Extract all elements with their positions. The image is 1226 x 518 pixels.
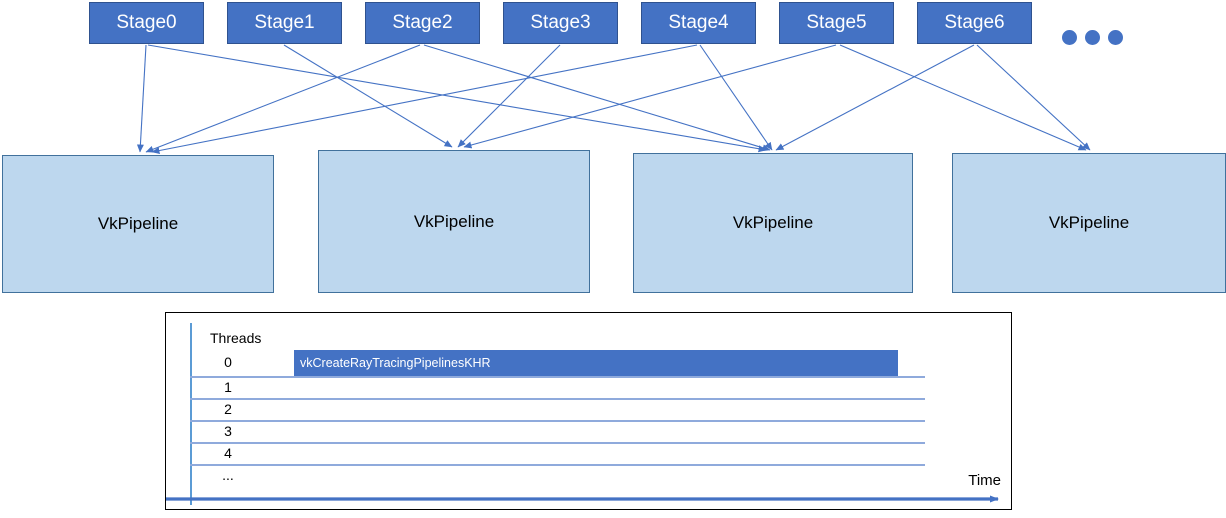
- stage-box-6[interactable]: Stage6: [917, 2, 1032, 44]
- stage-box-0[interactable]: Stage0: [89, 2, 204, 44]
- timeline-row-separator-4: [190, 464, 925, 466]
- timeline-row-label-4: 4: [224, 445, 232, 461]
- timeline-threads-header: Threads: [210, 330, 262, 346]
- stage-box-3[interactable]: Stage3: [503, 2, 618, 44]
- connector-stage6-pipeline3: [775, 44, 975, 151]
- stage-label: Stage1: [254, 12, 315, 33]
- timeline-vertical-axis: [190, 323, 192, 505]
- stage-label: Stage0: [116, 12, 177, 33]
- timeline-time-label: Time: [968, 472, 1001, 489]
- timeline-row-separator-2: [190, 420, 925, 422]
- connector-stage2-pipeline3: [423, 44, 771, 152]
- timeline-bar-label: vkCreateRayTracingPipelinesKHR: [300, 356, 491, 370]
- timeline-bar-vkcreateraytracingpipelineskhr[interactable]: vkCreateRayTracingPipelinesKHR: [294, 350, 898, 376]
- connector-stage5-pipeline2: [463, 44, 837, 149]
- dot-1: [1062, 30, 1077, 45]
- stage-label: Stage2: [392, 12, 453, 33]
- stage-box-2[interactable]: Stage2: [365, 2, 480, 44]
- timeline-row-label-3: 3: [224, 423, 232, 439]
- pipeline-label: VkPipeline: [1048, 213, 1130, 232]
- timeline-row-label-ellipsis: ...: [222, 467, 234, 483]
- stage-label: Stage5: [806, 12, 867, 33]
- pipeline-box-2[interactable]: VkPipeline: [318, 150, 590, 293]
- connector-stage2-pipeline1: [145, 44, 421, 153]
- timeline-panel: Threads 0 1 2 3 4 ... vkCreateRayTracing…: [165, 312, 1012, 510]
- stage-label: Stage3: [530, 12, 591, 33]
- stage-box-4[interactable]: Stage4: [641, 2, 756, 44]
- connector-stage5-pipeline4: [839, 44, 1087, 151]
- pipeline-box-4[interactable]: VkPipeline: [952, 153, 1226, 293]
- connector-stage1-pipeline2: [283, 44, 453, 148]
- dot-2: [1085, 30, 1100, 45]
- connector-stage0-pipeline1: [136, 44, 147, 153]
- pipeline-label: VkPipeline: [97, 214, 179, 233]
- timeline-row-separator-3: [190, 442, 925, 444]
- timeline-row-label-0: 0: [224, 354, 232, 370]
- connector-stage0-pipeline3: [147, 44, 767, 153]
- stage-box-1[interactable]: Stage1: [227, 2, 342, 44]
- connector-stage6-pipeline4: [976, 44, 1091, 151]
- pipeline-box-1[interactable]: VkPipeline: [2, 155, 274, 293]
- connector-stage4-pipeline1: [151, 44, 698, 154]
- timeline-time-axis-arrow: [166, 495, 999, 503]
- stage-label: Stage4: [668, 12, 729, 33]
- stage-label: Stage6: [944, 12, 1005, 33]
- timeline-row-separator-0: [190, 376, 925, 378]
- dot-3: [1108, 30, 1123, 45]
- pipeline-label: VkPipeline: [732, 213, 814, 232]
- pipeline-box-3[interactable]: VkPipeline: [633, 153, 913, 293]
- pipeline-label: VkPipeline: [413, 211, 495, 231]
- stage-box-5[interactable]: Stage5: [779, 2, 894, 44]
- timeline-row-separator-1: [190, 398, 925, 400]
- connector-stage4-pipeline3: [699, 44, 773, 151]
- ellipsis-dots-icon: [1062, 30, 1123, 45]
- timeline-row-label-1: 1: [224, 379, 232, 395]
- connector-stage3-pipeline2: [457, 44, 561, 148]
- timeline-row-label-2: 2: [224, 401, 232, 417]
